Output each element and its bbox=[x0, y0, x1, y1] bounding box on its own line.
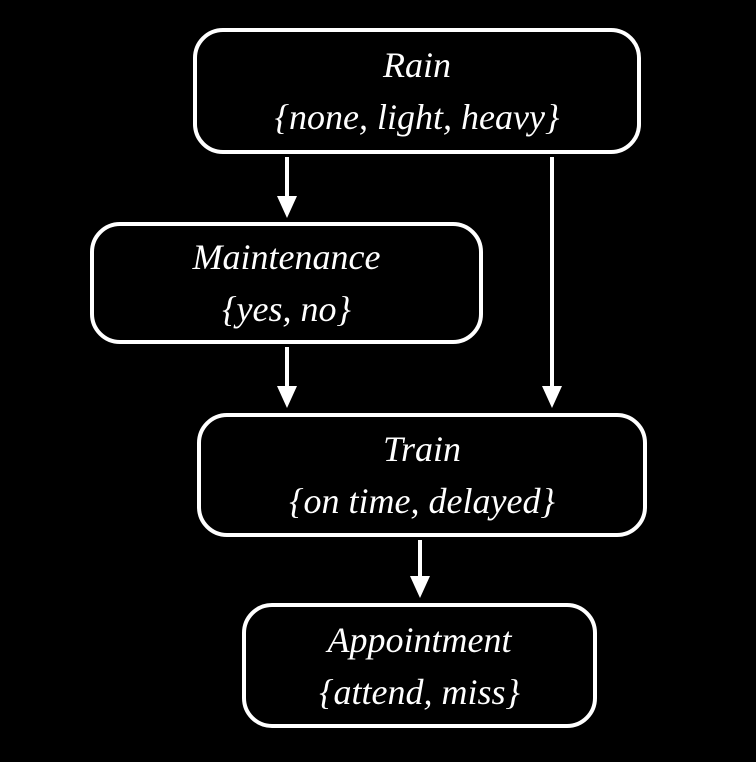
node-maintenance: Maintenance {yes, no} bbox=[90, 222, 483, 344]
node-train-label: Train bbox=[382, 429, 462, 469]
edge-rain-to-maintenance bbox=[277, 157, 297, 218]
node-rain-values: {none, light, heavy} bbox=[274, 97, 560, 137]
node-train: Train {on time, delayed} bbox=[197, 413, 647, 537]
edge-rain-to-train bbox=[542, 157, 562, 408]
edge-maintenance-to-train bbox=[277, 347, 297, 408]
node-appointment: Appointment {attend, miss} bbox=[242, 603, 597, 728]
node-rain-label: Rain bbox=[383, 45, 451, 85]
edge-train-to-appointment bbox=[410, 540, 430, 598]
node-maintenance-values: {yes, no} bbox=[222, 289, 351, 329]
node-rain: Rain {none, light, heavy} bbox=[193, 28, 641, 154]
node-train-values: {on time, delayed} bbox=[289, 481, 555, 521]
node-maintenance-label: Maintenance bbox=[192, 237, 381, 277]
node-appointment-values: {attend, miss} bbox=[319, 671, 520, 712]
node-appointment-label: Appointment bbox=[327, 619, 512, 660]
